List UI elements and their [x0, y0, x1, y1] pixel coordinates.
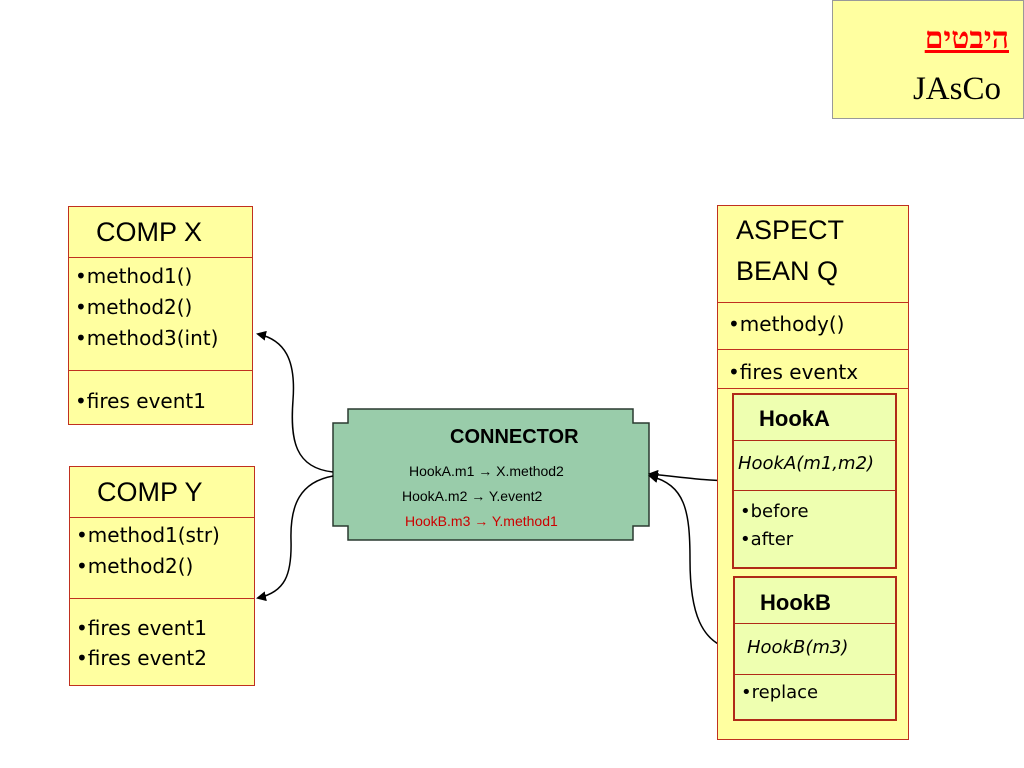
title-box: היבטים JAsCo — [832, 0, 1024, 119]
divider — [718, 302, 908, 303]
hook-a-signature: HookA(m1,m2) — [738, 453, 875, 474]
comp-x-box: COMP X •method1() •method2() •method3(in… — [68, 206, 253, 425]
comp-y-method-2: •method2() — [76, 554, 194, 578]
hook-a-after: •after — [740, 529, 794, 550]
hook-a-title: HookA — [759, 406, 830, 431]
comp-y-method-1: •method1(str) — [76, 523, 220, 547]
divider — [70, 598, 254, 599]
hook-b-title: HookB — [760, 590, 831, 615]
comp-x-method-2: •method2() — [75, 295, 193, 319]
comp-y-event-2: •fires event2 — [76, 646, 207, 670]
comp-x-method-3: •method3(int) — [75, 326, 219, 350]
divider — [69, 370, 252, 371]
aspect-event: •fires eventx — [728, 360, 859, 384]
hebrew-title: היבטים — [924, 21, 1009, 56]
comp-y-title: COMP Y — [97, 477, 203, 507]
connector-line-1: HookA.m1 → X.method2 — [409, 463, 564, 479]
comp-y-box: COMP Y •method1(str) •method2() •fires e… — [69, 466, 255, 686]
comp-x-event-1: •fires event1 — [75, 389, 206, 413]
connector-line-2: HookA.m2 → Y.event2 — [402, 488, 543, 504]
aspect-method: •methody() — [728, 312, 845, 336]
connector-line-3: HookB.m3 → Y.method1 — [405, 513, 558, 529]
divider — [69, 257, 252, 258]
divider — [735, 674, 895, 675]
subtitle: JAsCo — [912, 71, 1001, 107]
comp-x-method-1: •method1() — [75, 264, 193, 288]
divider — [734, 490, 895, 491]
aspect-title-line-1: ASPECT — [736, 215, 845, 245]
aspect-title-line-2: BEAN Q — [736, 256, 839, 286]
divider — [70, 517, 254, 518]
arrow-to-comp-y — [256, 475, 334, 602]
comp-y-event-1: •fires event1 — [76, 616, 207, 640]
arrow-from-hook-b — [648, 473, 737, 651]
hook-b-signature: HookB(m3) — [747, 637, 849, 658]
comp-x-title: COMP X — [96, 217, 203, 247]
connector-shape — [332, 408, 650, 541]
divider — [734, 440, 895, 441]
hook-b-replace: •replace — [741, 682, 819, 703]
divider — [718, 349, 908, 350]
hook-a-box: HookA HookA(m1,m2) •before •after — [732, 393, 897, 569]
divider — [735, 623, 895, 624]
connector-title: CONNECTOR — [450, 426, 579, 448]
hook-b-box: HookB HookB(m3) •replace — [733, 576, 897, 721]
arrow-to-comp-x — [256, 330, 334, 473]
hook-a-before: •before — [740, 501, 809, 522]
divider — [718, 388, 908, 389]
